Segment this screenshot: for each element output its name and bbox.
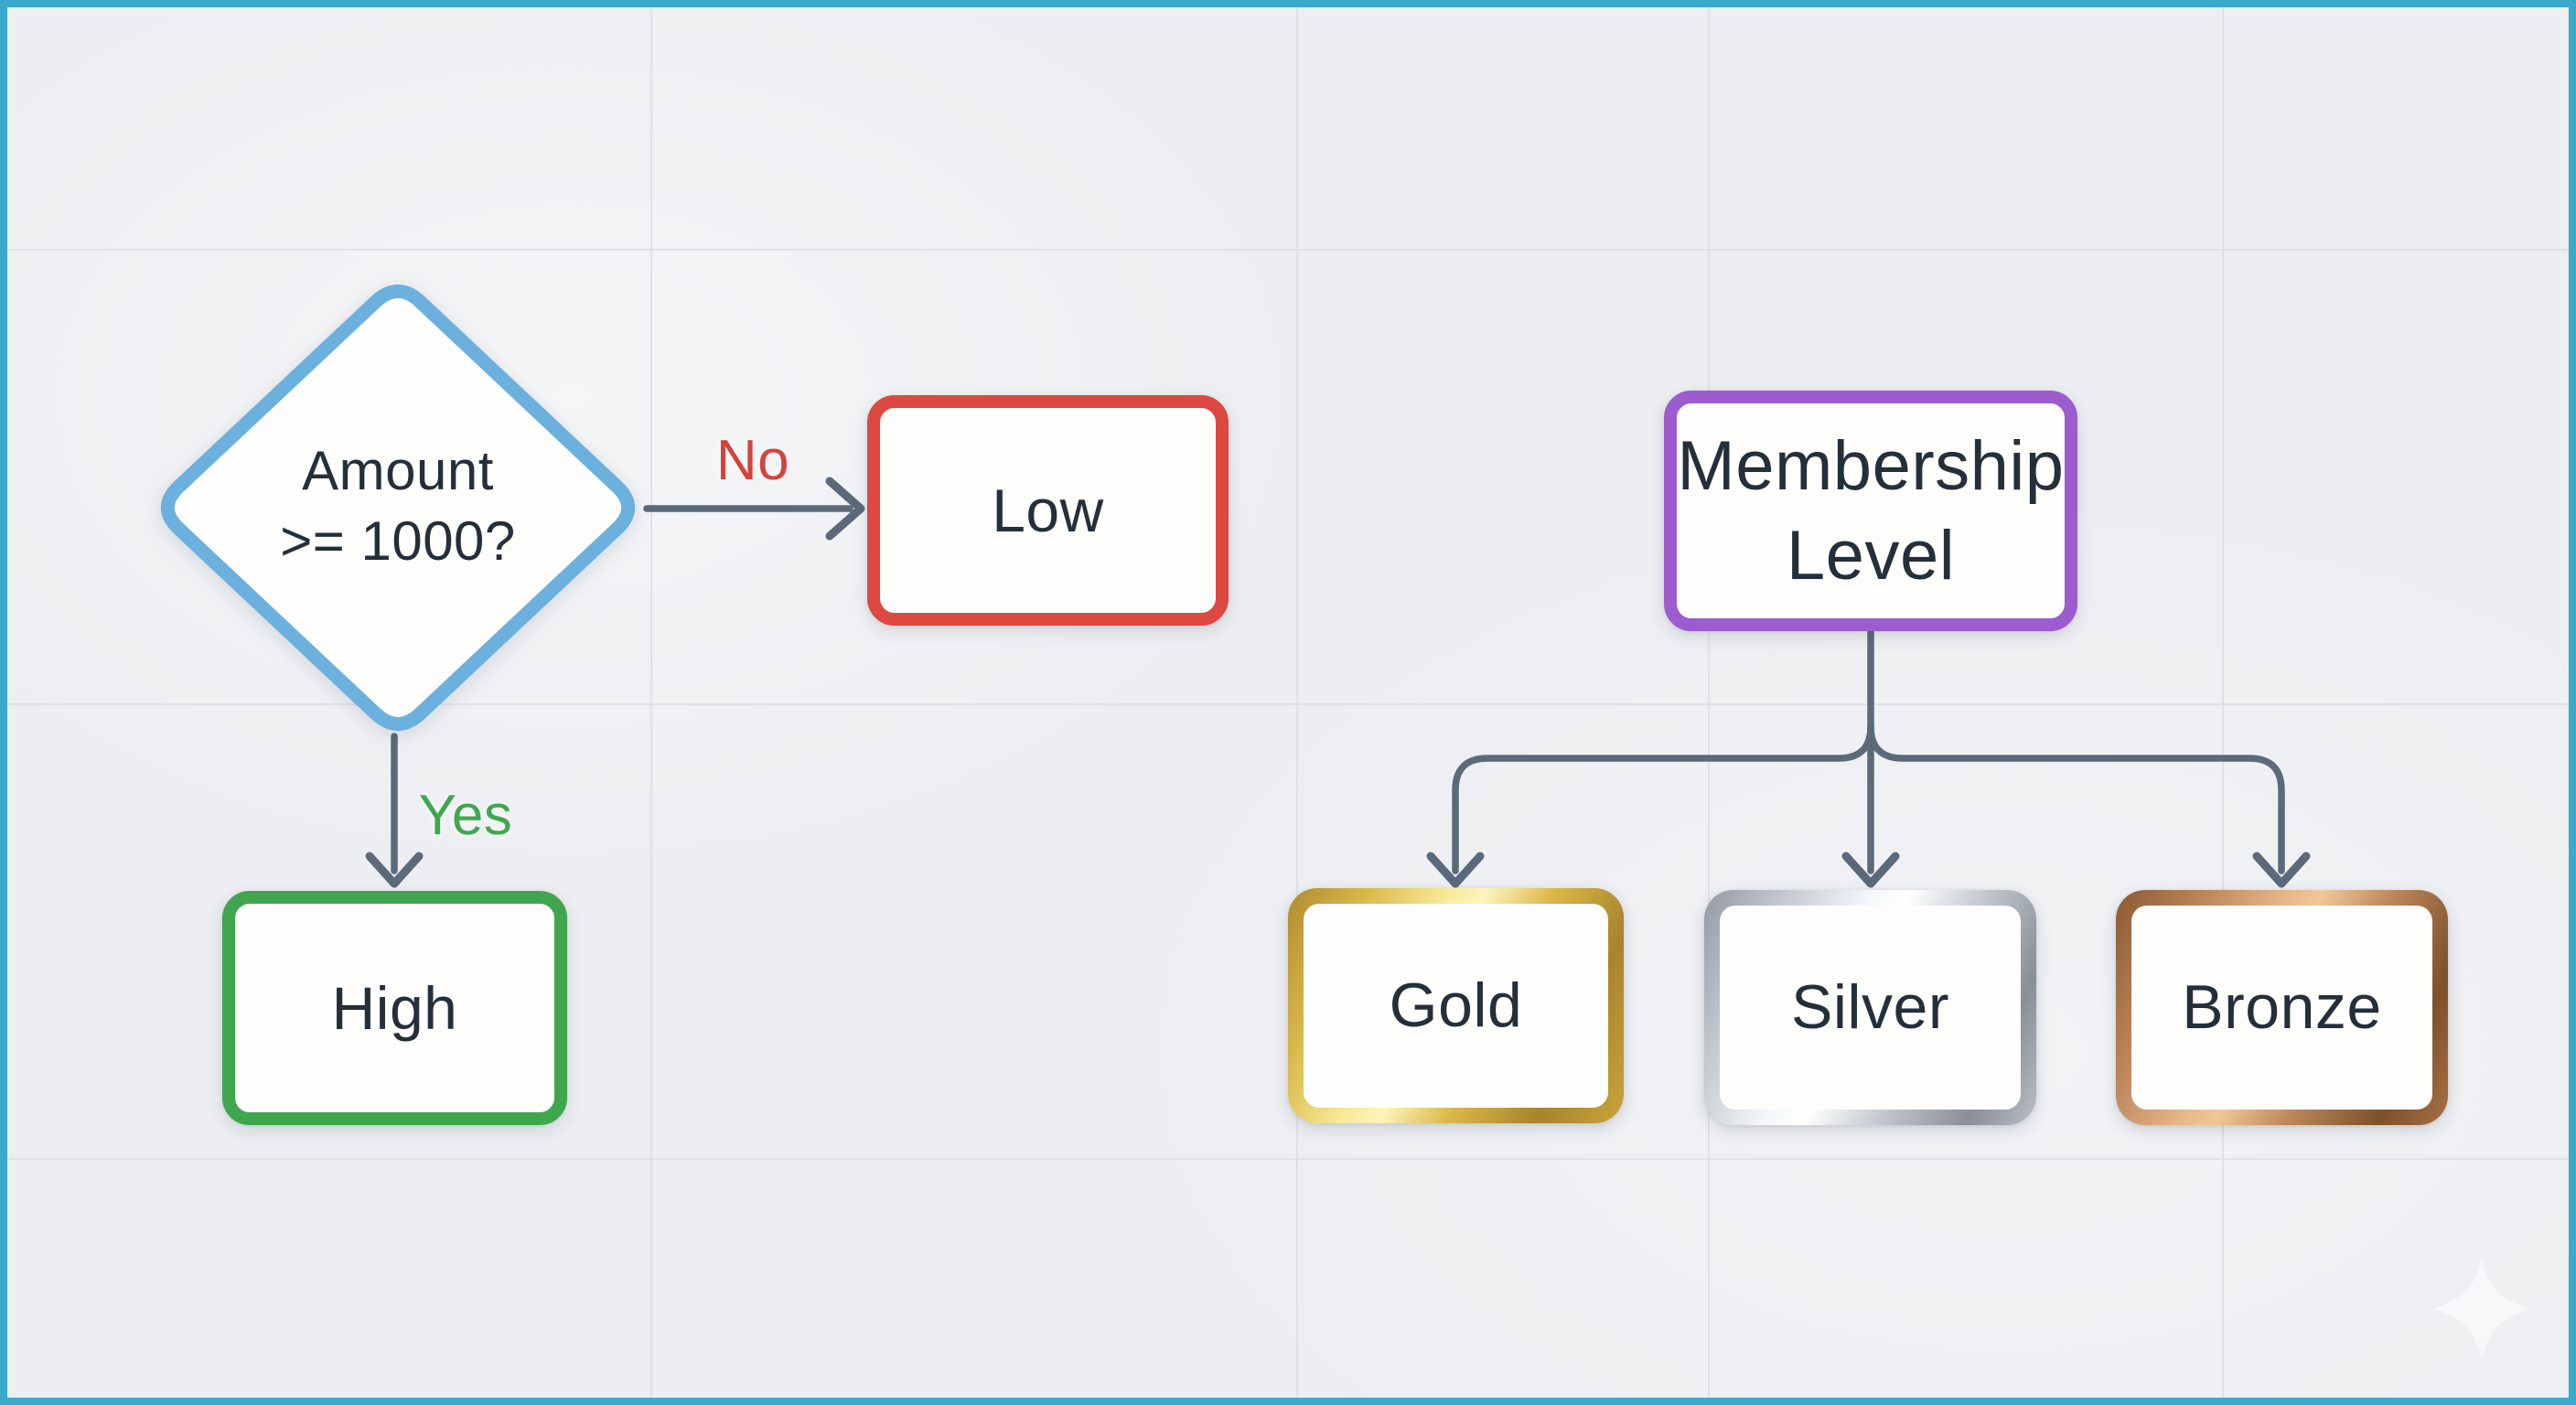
node-gold-face: Gold bbox=[1304, 904, 1608, 1108]
grid-line-vertical bbox=[1708, 7, 1710, 1398]
sparkle-icon bbox=[2434, 1259, 2529, 1359]
node-high: High bbox=[222, 891, 567, 1125]
grid-line-vertical bbox=[1296, 7, 1298, 1398]
edge-membership-bronze-shaft bbox=[1867, 723, 2285, 874]
edge-no-arrowhead bbox=[825, 477, 865, 541]
node-high-label: High bbox=[331, 973, 458, 1042]
node-gold-label: Gold bbox=[1389, 970, 1523, 1040]
edges-layer bbox=[160, 284, 2311, 888]
edge-no-label: No bbox=[715, 429, 790, 492]
grid-line-horizontal bbox=[7, 1158, 2569, 1160]
edge-membership-gold-shaft bbox=[1452, 723, 1874, 874]
edge-membership-silver-arrowhead bbox=[1841, 852, 1900, 888]
node-bronze-face: Bronze bbox=[2131, 906, 2432, 1110]
grid-line-horizontal bbox=[7, 703, 2569, 705]
edge-yes-label: Yes bbox=[418, 784, 513, 847]
node-low-label: Low bbox=[992, 476, 1104, 544]
grid-line-vertical bbox=[650, 7, 652, 1398]
node-membership-level: Membership Level bbox=[1664, 391, 2077, 631]
node-silver-label: Silver bbox=[1790, 971, 1950, 1042]
edge-membership-gold-arrowhead bbox=[1426, 852, 1485, 888]
node-silver: Silver bbox=[1704, 890, 2036, 1125]
node-low: Low bbox=[867, 395, 1229, 626]
node-bronze: Bronze bbox=[2116, 890, 2448, 1125]
grid-line-vertical bbox=[2222, 7, 2224, 1398]
node-silver-face: Silver bbox=[1720, 906, 2021, 1110]
grid-line-horizontal bbox=[7, 249, 2569, 251]
edge-yes-arrowhead bbox=[365, 852, 424, 888]
node-decision-diamond bbox=[160, 284, 636, 731]
node-decision-label: Amount >= 1000? bbox=[280, 440, 516, 572]
node-bronze-label: Bronze bbox=[2182, 971, 2382, 1042]
node-gold: Gold bbox=[1288, 888, 1624, 1123]
node-membership-level-label: Membership Level bbox=[1677, 427, 2065, 595]
edge-membership-bronze-arrowhead bbox=[2252, 852, 2311, 888]
